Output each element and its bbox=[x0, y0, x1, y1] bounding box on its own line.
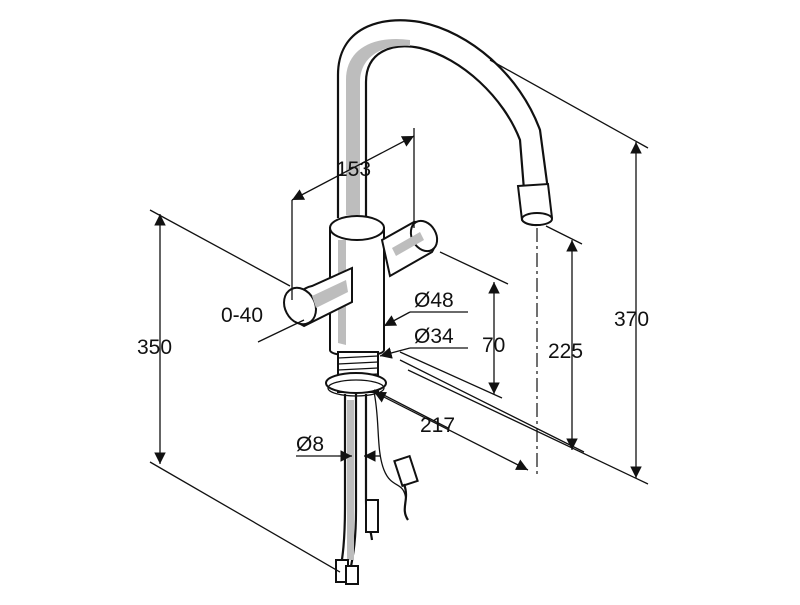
dim-0-40-line bbox=[257, 319, 305, 343]
label-153: 153 bbox=[336, 158, 371, 181]
dim-d48-leader bbox=[383, 311, 411, 327]
dim-217-line bbox=[373, 391, 529, 471]
lead-plug bbox=[365, 499, 379, 533]
label-70: 70 bbox=[482, 334, 505, 357]
label-350: 350 bbox=[137, 336, 172, 359]
spout-outer bbox=[336, 19, 550, 218]
spout-inner bbox=[364, 45, 526, 220]
label-217: 217 bbox=[420, 414, 455, 437]
dim-153-line bbox=[291, 135, 415, 201]
hose-shade bbox=[347, 400, 354, 560]
spout-shade bbox=[346, 38, 410, 215]
hose-fitting-mid bbox=[345, 565, 359, 585]
label-d8: Ø8 bbox=[296, 433, 324, 456]
lead-connector bbox=[393, 454, 419, 488]
label-225: 225 bbox=[548, 340, 583, 363]
label-d48: Ø48 bbox=[414, 289, 454, 312]
lead-tail bbox=[402, 483, 409, 521]
dim-d34-leader bbox=[379, 347, 411, 359]
dimension-lines bbox=[149, 59, 649, 573]
label-d34: Ø34 bbox=[414, 325, 454, 348]
mounting-washer bbox=[325, 372, 387, 394]
body-top bbox=[329, 215, 385, 241]
dimension-labels: 153 0-40 Ø48 Ø34 70 225 370 350 217 Ø8 bbox=[137, 158, 649, 456]
handle-left-shade bbox=[312, 280, 348, 308]
handle-right-shade bbox=[392, 232, 424, 256]
spout-outlet bbox=[521, 212, 553, 226]
label-0-40: 0-40 bbox=[221, 304, 263, 327]
supply-hoses bbox=[338, 394, 374, 573]
label-370: 370 bbox=[614, 308, 649, 331]
